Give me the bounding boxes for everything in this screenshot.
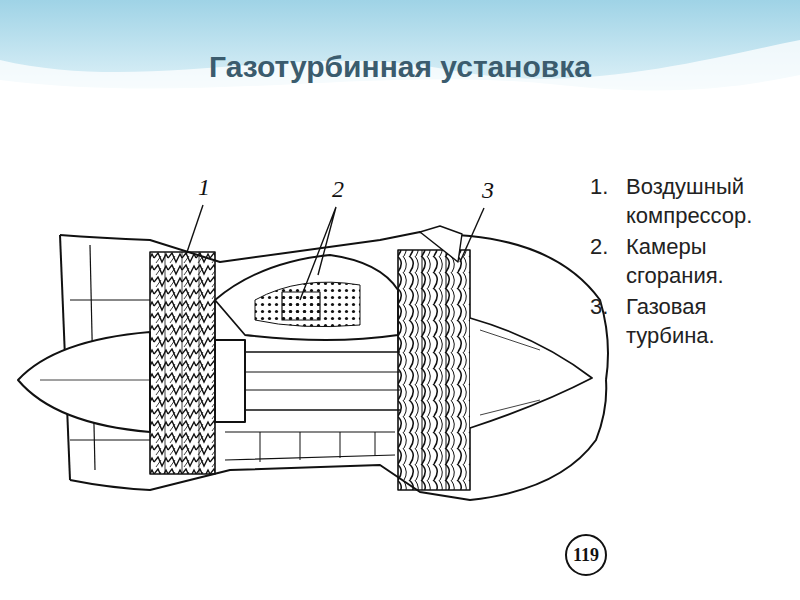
slide-title: Газотурбинная установка <box>0 50 800 84</box>
list-number: 1. <box>590 172 608 201</box>
list-item: Газовая турбина. <box>626 292 796 350</box>
callout-number: 1 <box>198 174 210 201</box>
list-item: Камеры сгорания. <box>626 232 796 290</box>
list-number: 3. <box>590 292 608 321</box>
figure-number: 119 <box>566 545 606 566</box>
list-number: 2. <box>590 232 608 261</box>
callout-number: 3 <box>482 177 494 204</box>
list-item: Воздушный компрессор. <box>626 172 796 230</box>
callout-number: 2 <box>332 176 344 203</box>
